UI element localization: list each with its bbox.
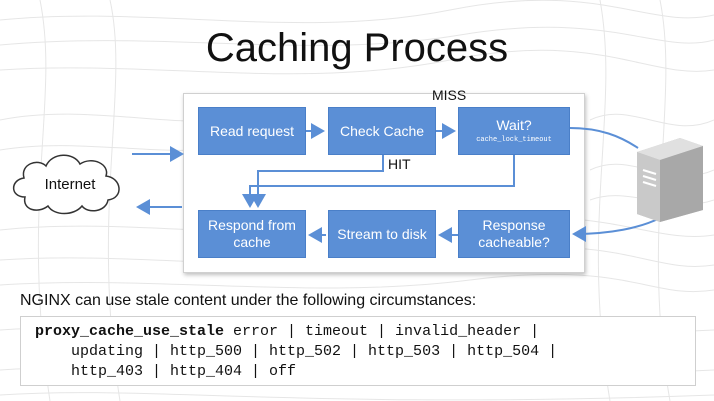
node-stream-to-disk: Stream to disk	[328, 210, 436, 258]
stale-content-note: NGINX can use stale content under the fo…	[20, 292, 477, 309]
hit-label: HIT	[388, 156, 411, 172]
node-stream-label: Stream to disk	[337, 225, 427, 242]
node-wait-detail: cache_lock_timeout	[476, 136, 552, 144]
node-check-cache-label: Check Cache	[339, 122, 425, 139]
node-wait-label: Wait?	[496, 117, 532, 133]
node-check-cache: Check Cache	[328, 107, 436, 155]
internet-label: Internet	[44, 176, 96, 193]
code-line1-rest: error | timeout | invalid_header |	[224, 323, 540, 340]
code-directive: proxy_cache_use_stale	[35, 323, 225, 340]
page-title: Caching Process	[205, 26, 509, 70]
node-cacheable-label: Response cacheable?	[478, 217, 550, 250]
code-line2: updating | http_500 | http_502 | http_50…	[35, 343, 558, 360]
node-respond-label: Respond from cache	[208, 217, 296, 250]
node-read-request-label: Read request	[209, 122, 295, 139]
node-read-request: Read request	[198, 107, 306, 155]
node-respond-from-cache: Respond from cache	[198, 210, 306, 258]
node-wait: Wait? cache_lock_timeout	[458, 107, 570, 155]
code-block: proxy_cache_use_stale error | timeout | …	[20, 316, 696, 386]
node-response-cacheable: Response cacheable?	[458, 210, 570, 258]
miss-label: MISS	[432, 87, 467, 103]
code-line3: http_403 | http_404 | off	[35, 363, 297, 380]
